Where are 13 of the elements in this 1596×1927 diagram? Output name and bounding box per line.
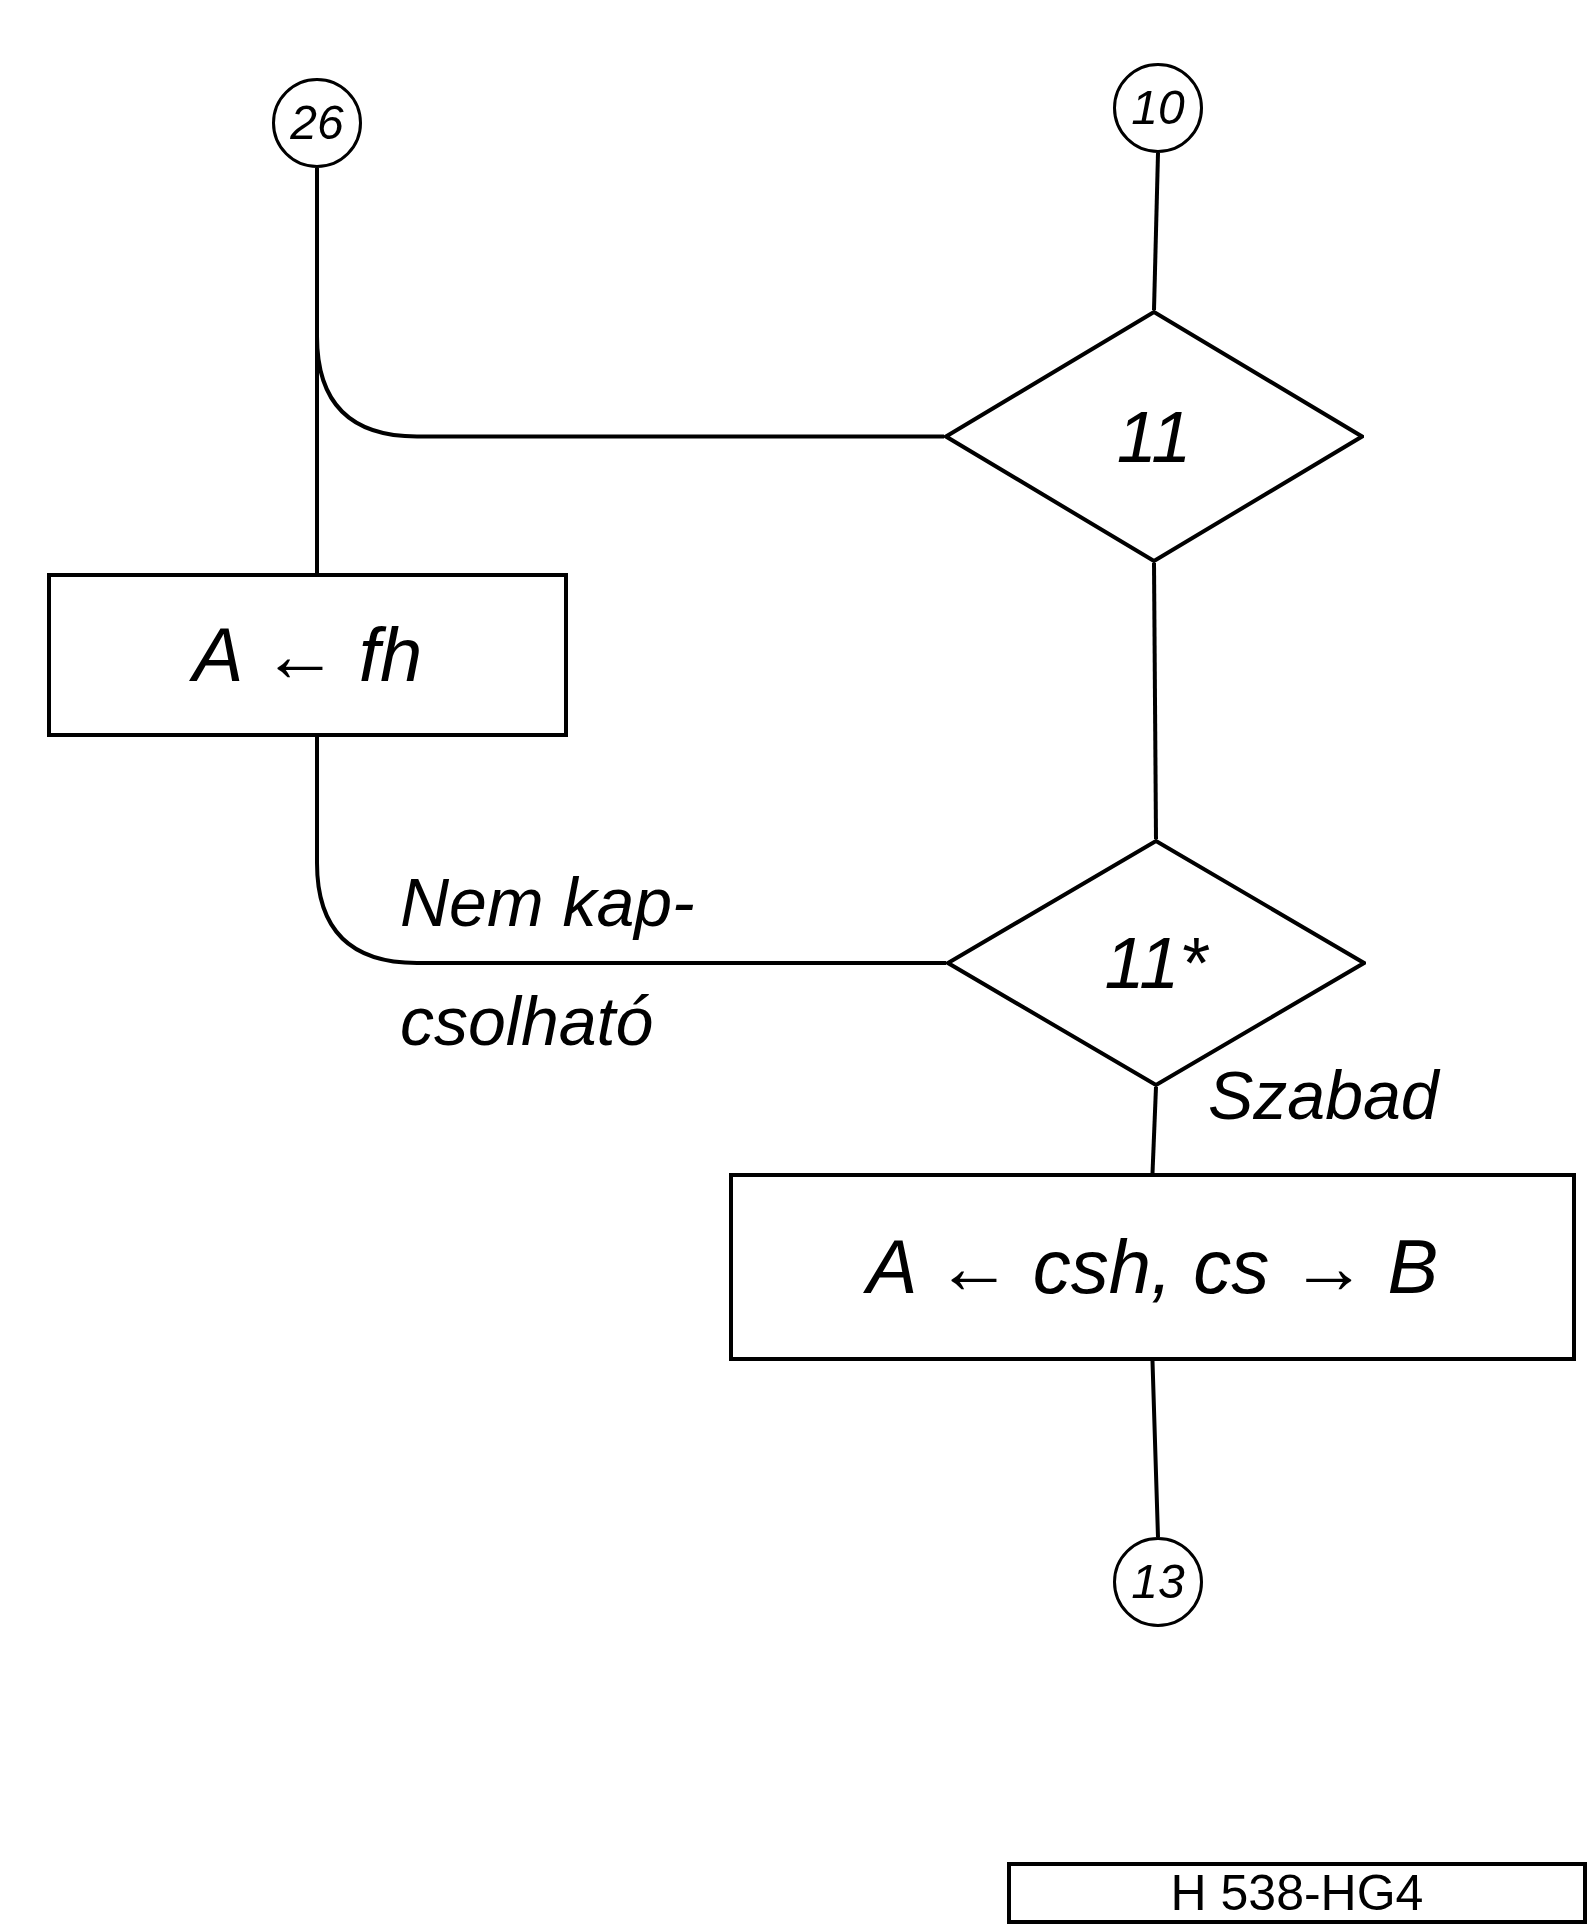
process-box: A ← csh, cs → B (729, 1173, 1576, 1361)
decision-diamond (944, 310, 1364, 563)
figure-code-box: H 538-HG4 (1007, 1862, 1587, 1924)
connector-line (1150, 1360, 1160, 1538)
connector-line (315, 737, 946, 965)
connector-line (1152, 563, 1158, 839)
connector-line (1150, 1086, 1158, 1174)
edge-label: Nem kap-csolható (400, 863, 696, 1061)
decision-label: 11 (1115, 400, 1193, 473)
decision-label: 11* (1103, 927, 1210, 999)
process-box: A ← fh (47, 573, 568, 737)
edge-label: Szabad (1208, 1056, 1442, 1135)
connector-line (1152, 152, 1160, 311)
